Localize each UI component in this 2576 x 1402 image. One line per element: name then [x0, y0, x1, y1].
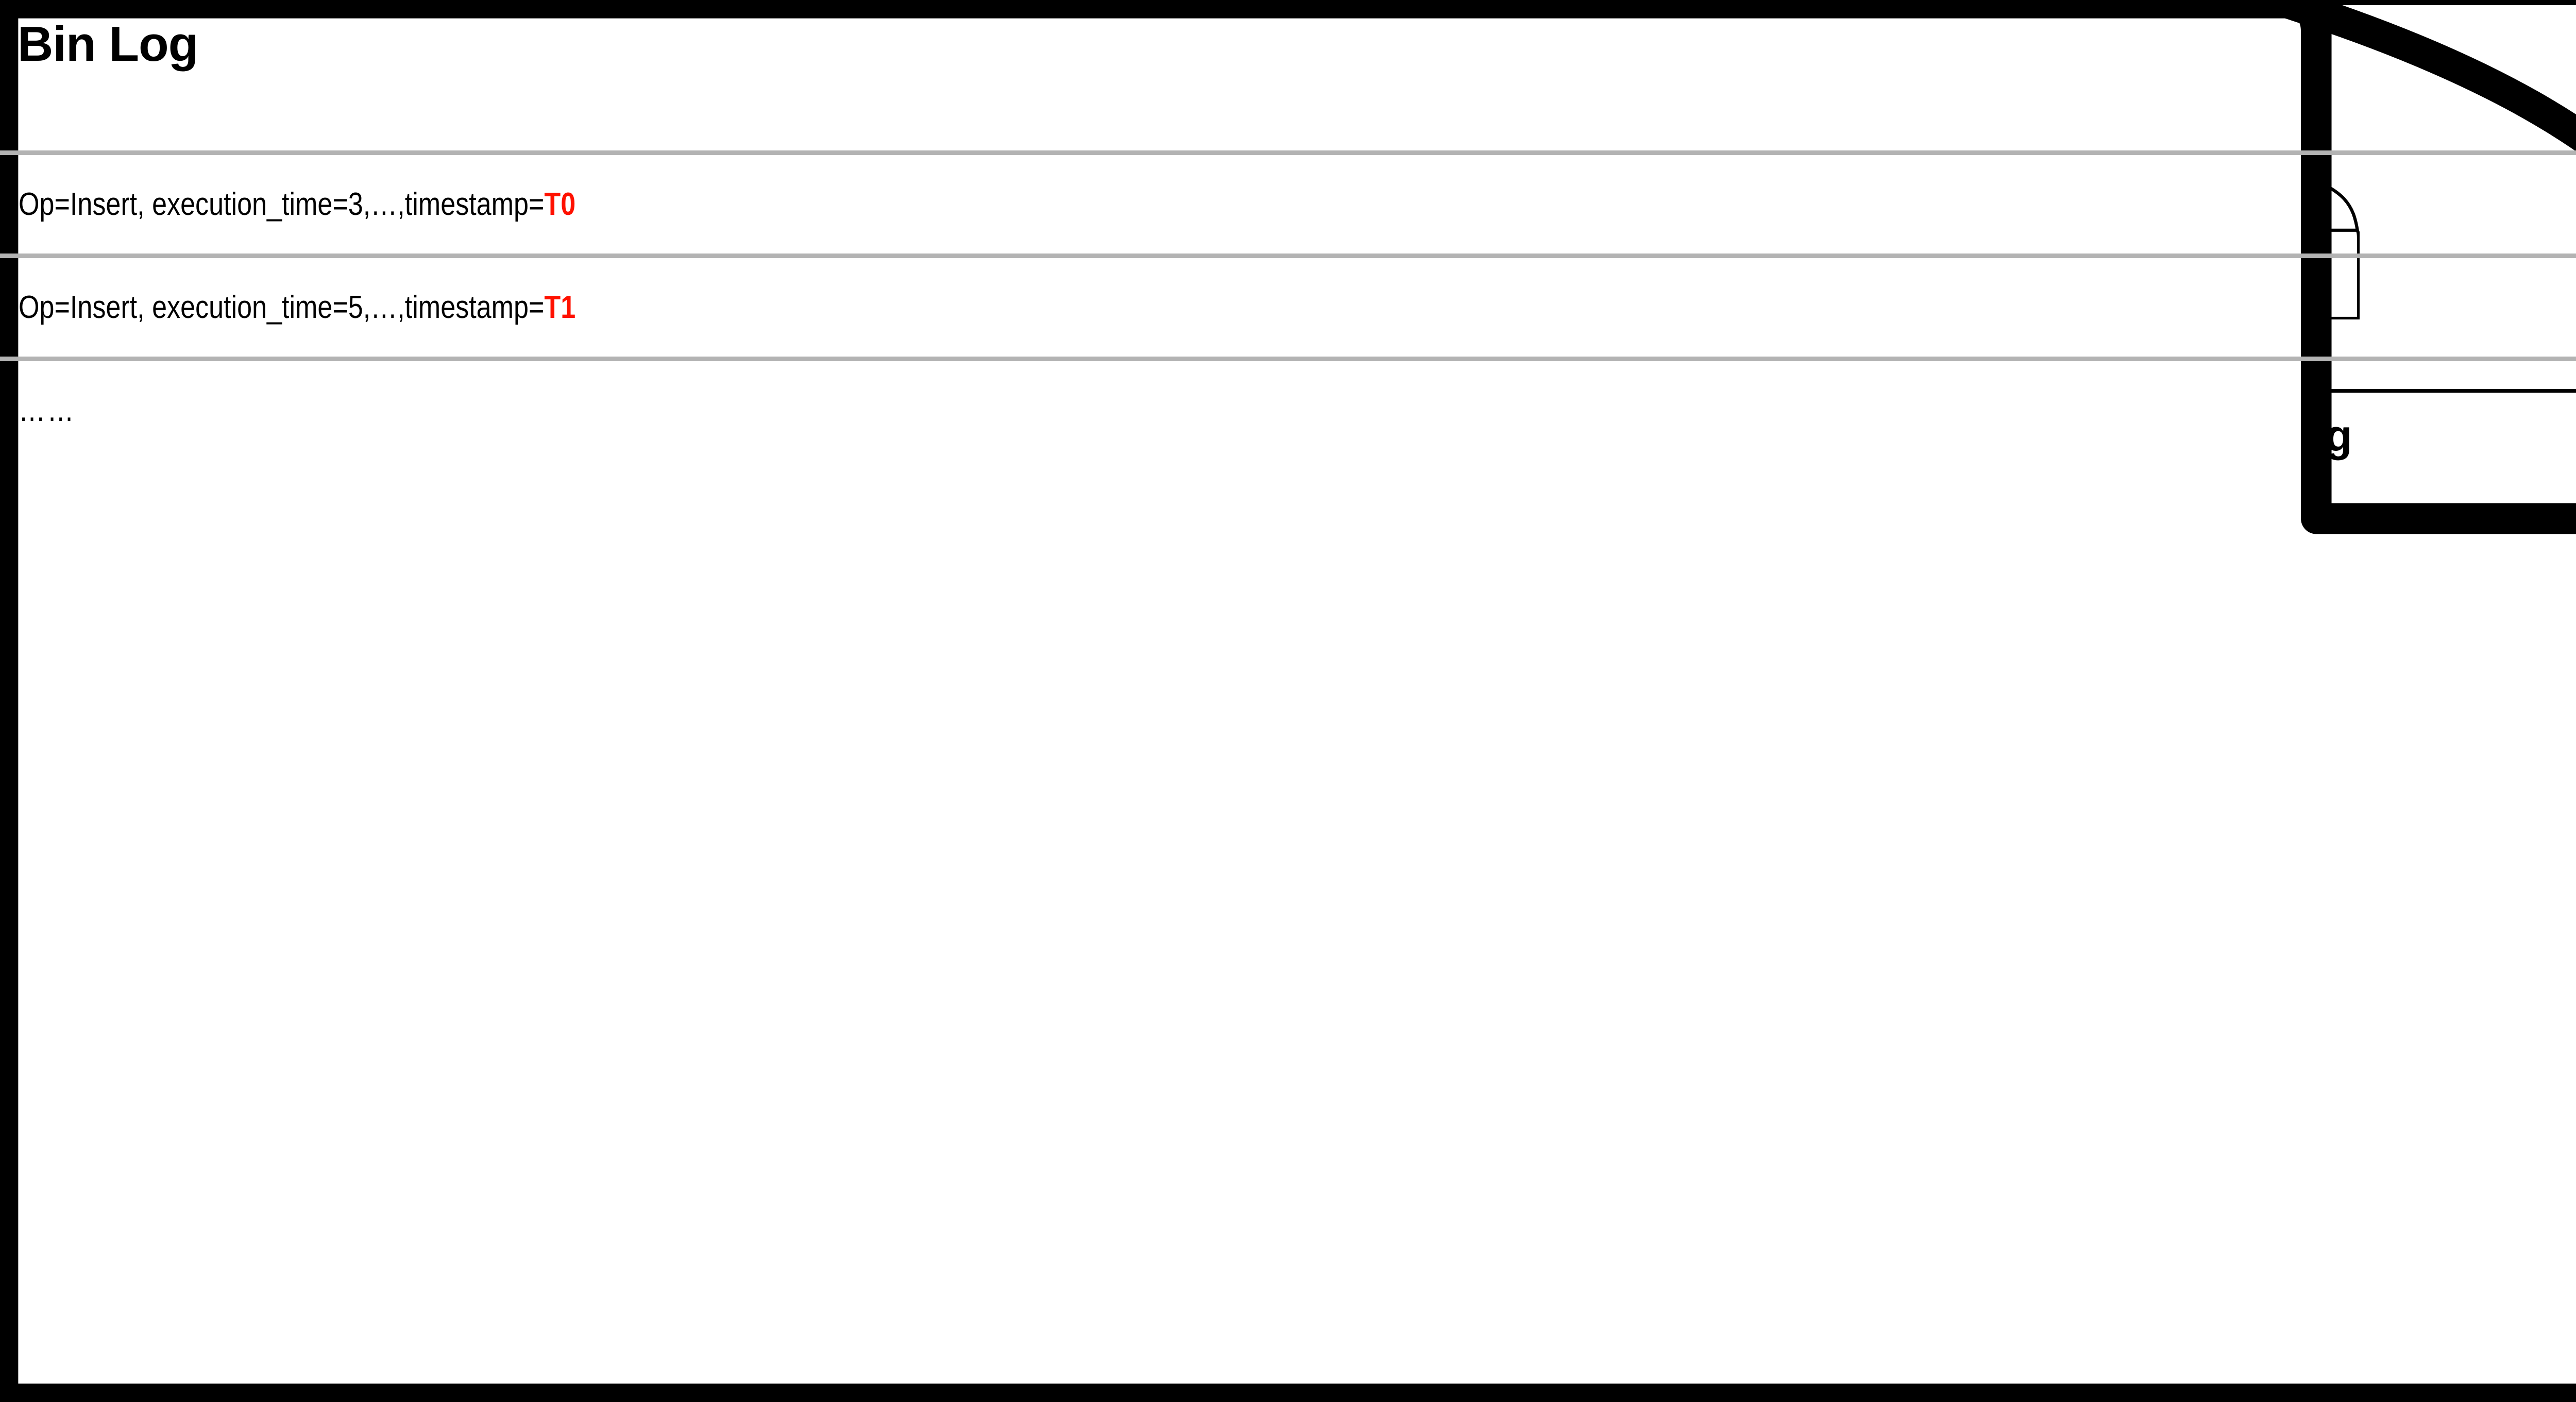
timestamp-value: T0 [544, 186, 576, 222]
bin-log-row-list: Op=Insert, execution_time=3,…,timestamp=… [0, 150, 2576, 460]
row-text: Op=Insert, execution_time=5,…,timestamp=… [19, 289, 576, 325]
timestamp-value: T1 [544, 289, 576, 325]
row-text: …… [19, 392, 76, 428]
table-row: Op=Insert, execution_time=3,…,timestamp=… [0, 150, 2576, 254]
row-text: Op=Insert, execution_time=3,…,timestamp=… [19, 186, 576, 222]
table-row: …… [0, 357, 2576, 460]
bin-log-title: Bin Log [18, 16, 198, 72]
table-row: Op=Insert, execution_time=5,…,timestamp=… [0, 254, 2576, 357]
